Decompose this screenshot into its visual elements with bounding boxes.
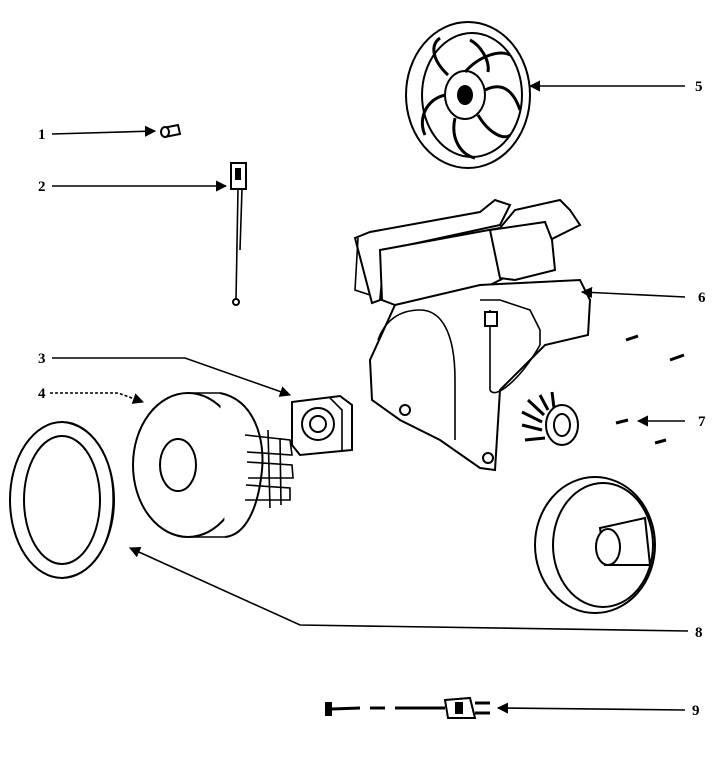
callout-4: 4 xyxy=(38,386,46,402)
callout-5: 5 xyxy=(695,79,703,95)
callout-9: 9 xyxy=(692,703,700,719)
callout-2: 2 xyxy=(38,179,46,195)
callout-1: 1 xyxy=(38,127,46,143)
part-9-power-cord xyxy=(325,696,490,719)
leader-lines xyxy=(50,80,689,714)
part-7-screws xyxy=(615,334,685,445)
callout-numbers: 1 2 3 4 5 6 7 8 9 xyxy=(38,79,706,719)
part-5-fan xyxy=(405,21,531,169)
part-8-filter-ring xyxy=(9,421,115,579)
leader-1 xyxy=(51,125,157,137)
leader-8 xyxy=(128,547,689,632)
rear-wheel xyxy=(534,476,656,614)
callout-7: 7 xyxy=(698,414,706,430)
callout-3: 3 xyxy=(38,351,46,367)
leader-6 xyxy=(580,286,686,299)
part-3-brush-holder xyxy=(291,394,353,457)
part-1-cap xyxy=(160,123,182,139)
part-6-body-housing xyxy=(353,198,592,472)
part-4-motor xyxy=(132,392,294,538)
callout-6: 6 xyxy=(698,290,706,306)
part-2-carbon-brush xyxy=(230,162,247,306)
leader-9 xyxy=(496,702,686,714)
callout-8: 8 xyxy=(695,625,703,641)
leader-3 xyxy=(52,357,292,397)
leader-4 xyxy=(50,392,145,404)
